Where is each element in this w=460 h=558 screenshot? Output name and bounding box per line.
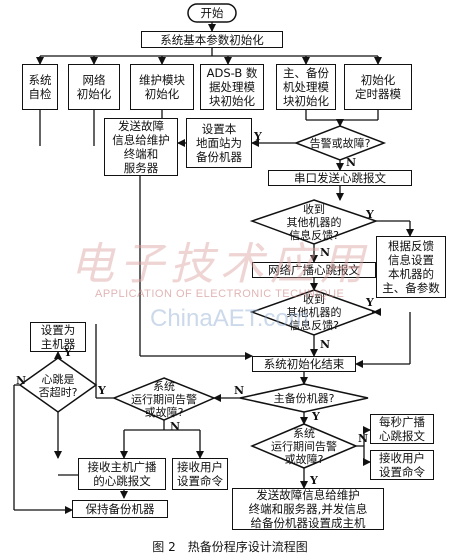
decision-alarm-1: 告警或故障? bbox=[309, 136, 371, 150]
label-runtime1-yes: Y bbox=[98, 384, 106, 397]
label-recv1-yes: Y bbox=[366, 208, 374, 221]
node-keep-backup: 保持备份机器 bbox=[72, 500, 168, 518]
node-serial-heartbeat: 串口发送心跳报文 bbox=[268, 170, 412, 186]
decision-runtime-alarm-1: 系统 运行期间告警 或故障? bbox=[131, 379, 197, 419]
label-recv2-yes: Y bbox=[366, 296, 374, 309]
node-recv-user-cmd-right: 接收用户 设置命令 bbox=[370, 450, 434, 480]
node-adsb-init: ADS-B 数 据处理模 块初始化 bbox=[200, 64, 264, 110]
decision-recv-feedback-2: 收到 其他机器的 信息反馈? bbox=[286, 292, 342, 332]
node-self-check: 系统 自检 bbox=[22, 64, 58, 110]
figure-caption: 图 2 热备份程序设计流程图 bbox=[152, 540, 308, 554]
watermark-site: ChinaAET.com bbox=[150, 305, 309, 332]
node-recv-master-heartbeat: 接收主机广播 的心跳报文 bbox=[78, 458, 166, 490]
node-send-fault-top: 发送故障 信息给维护 终端和 服务器 bbox=[104, 118, 178, 176]
node-maint-init: 维护模块 初始化 bbox=[130, 64, 194, 110]
node-set-by-feedback: 根据反馈 信息设置 本机器的 主、备参数 bbox=[376, 236, 446, 298]
node-broadcast-per-second: 每秒广播 心跳报文 bbox=[370, 414, 434, 444]
node-recv-user-cmd-left: 接收用户 设置命令 bbox=[172, 458, 228, 490]
node-net-broadcast: 网络广播心跳报文 bbox=[252, 262, 376, 278]
node-set-backup: 设置本 地面站为 备份机器 bbox=[186, 118, 252, 168]
label-runtime1-no: N bbox=[170, 420, 181, 433]
decision-runtime-alarm-2: 系统 运行期间告警 或故障? bbox=[271, 426, 337, 466]
node-timer-init: 初始化 定时器模 bbox=[344, 64, 412, 110]
label-recv2-no: N bbox=[320, 338, 331, 351]
node-start: 开始 bbox=[200, 6, 224, 20]
label-backup-yes: Y bbox=[312, 410, 320, 423]
node-set-master: 设置为 主机器 bbox=[30, 322, 86, 352]
node-mainbak-init: 主、备份 机处理模 块初始化 bbox=[276, 64, 336, 110]
label-alarm1-yes: Y bbox=[254, 130, 262, 143]
label-timeout-yes: Y bbox=[64, 346, 72, 359]
node-init-done: 系统初始化结束 bbox=[252, 356, 356, 372]
label-backup-no: N bbox=[234, 384, 245, 397]
watermark-line: APPLICATION OF ELECTRONIC TECHNIQUE bbox=[95, 288, 345, 300]
label-timeout-no: N bbox=[16, 374, 27, 387]
node-init-basic: 系统基本参数初始化 bbox=[141, 31, 283, 48]
watermark-brand: 电子技术应用 bbox=[70, 239, 370, 290]
decision-recv-feedback-1: 收到 其他机器的 信息反馈? bbox=[286, 202, 342, 242]
decision-heartbeat-timeout: 心跳是 否超时? bbox=[38, 373, 78, 399]
node-net-init: 网络 初始化 bbox=[68, 64, 120, 110]
label-runtime2-yes: Y bbox=[310, 474, 318, 487]
label-runtime2-no: N bbox=[358, 432, 369, 445]
label-recv1-no: N bbox=[320, 246, 331, 259]
decision-master-backup: 主备份机器? bbox=[273, 391, 335, 405]
node-send-fault-bottom: 发送故障信息给维护 终端和服务器,并发信息 给备份机器设置成主机 bbox=[232, 488, 384, 530]
label-alarm1-no: N bbox=[346, 156, 357, 169]
